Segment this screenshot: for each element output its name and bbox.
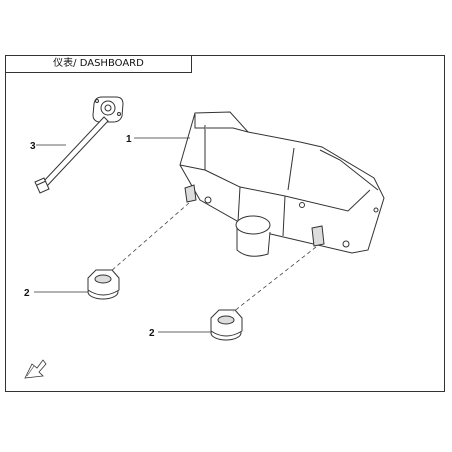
speed-sensor-part xyxy=(34,96,124,194)
callout-2-lower: 2 xyxy=(149,328,155,339)
leader-lines xyxy=(34,137,211,333)
orientation-arrow-icon xyxy=(24,359,47,379)
flange-nut-part xyxy=(87,269,120,300)
page-title: 仪表/ DASHBOARD xyxy=(53,58,144,69)
callout-2: 2 xyxy=(24,288,30,299)
diagram-frame xyxy=(5,55,445,392)
flange-nut-part-lower xyxy=(210,309,243,341)
callout-1: 1 xyxy=(126,134,132,145)
assembly-lines xyxy=(109,202,317,313)
callout-3: 3 xyxy=(30,141,36,152)
title-box: 仪表/ DASHBOARD xyxy=(5,55,192,73)
dashboard-body-part xyxy=(179,111,385,257)
